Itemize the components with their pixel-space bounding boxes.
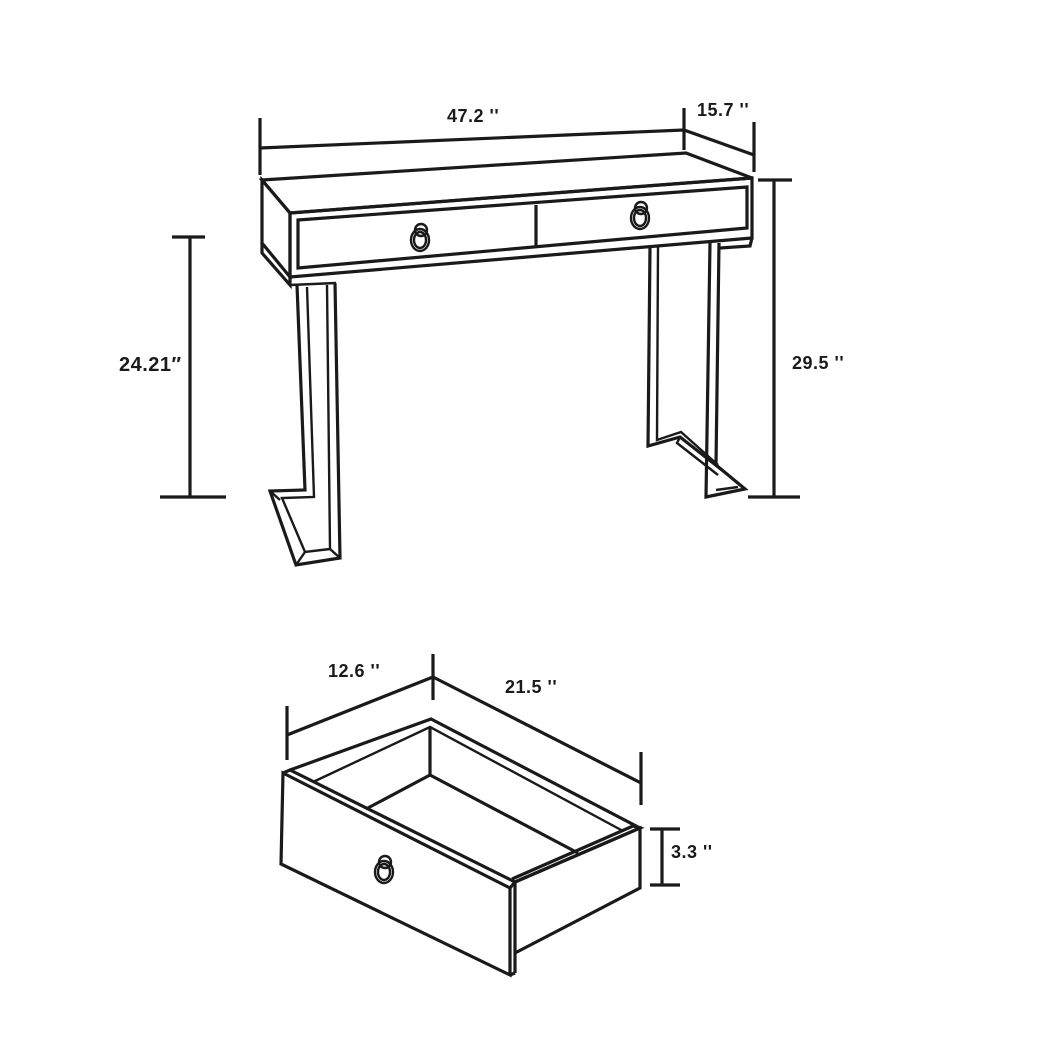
drawer-width-dimension-line (431, 654, 643, 805)
table-depth-label: 15.7 '' (697, 100, 750, 120)
leg-height-dimension-line (160, 235, 226, 499)
drawer-depth-dimension-line (285, 675, 434, 760)
table-height-label: 29.5 '' (792, 353, 845, 373)
drawer-height-label: 3.3 '' (671, 842, 713, 862)
drawer-height-dimension-line (650, 827, 680, 887)
drawer-fronts (296, 185, 749, 270)
depth-dimension-line (683, 122, 756, 172)
left-leg (267, 282, 342, 567)
total-height-dimension-line (748, 178, 800, 499)
drawer-pull-left-icon (409, 222, 431, 253)
leg-height-label: 24.21″ (119, 354, 182, 376)
drawer-box-pull-icon (373, 854, 395, 885)
drawer-depth-label: 12.6 '' (328, 661, 381, 681)
width-dimension-line (258, 108, 686, 175)
drawer-width-label: 21.5 '' (505, 677, 558, 697)
drawer-box (279, 717, 645, 978)
drawer-pull-right-icon (629, 200, 651, 231)
table-width-label: 47.2 '' (447, 106, 500, 126)
table-top (258, 151, 754, 290)
right-leg (646, 242, 749, 499)
